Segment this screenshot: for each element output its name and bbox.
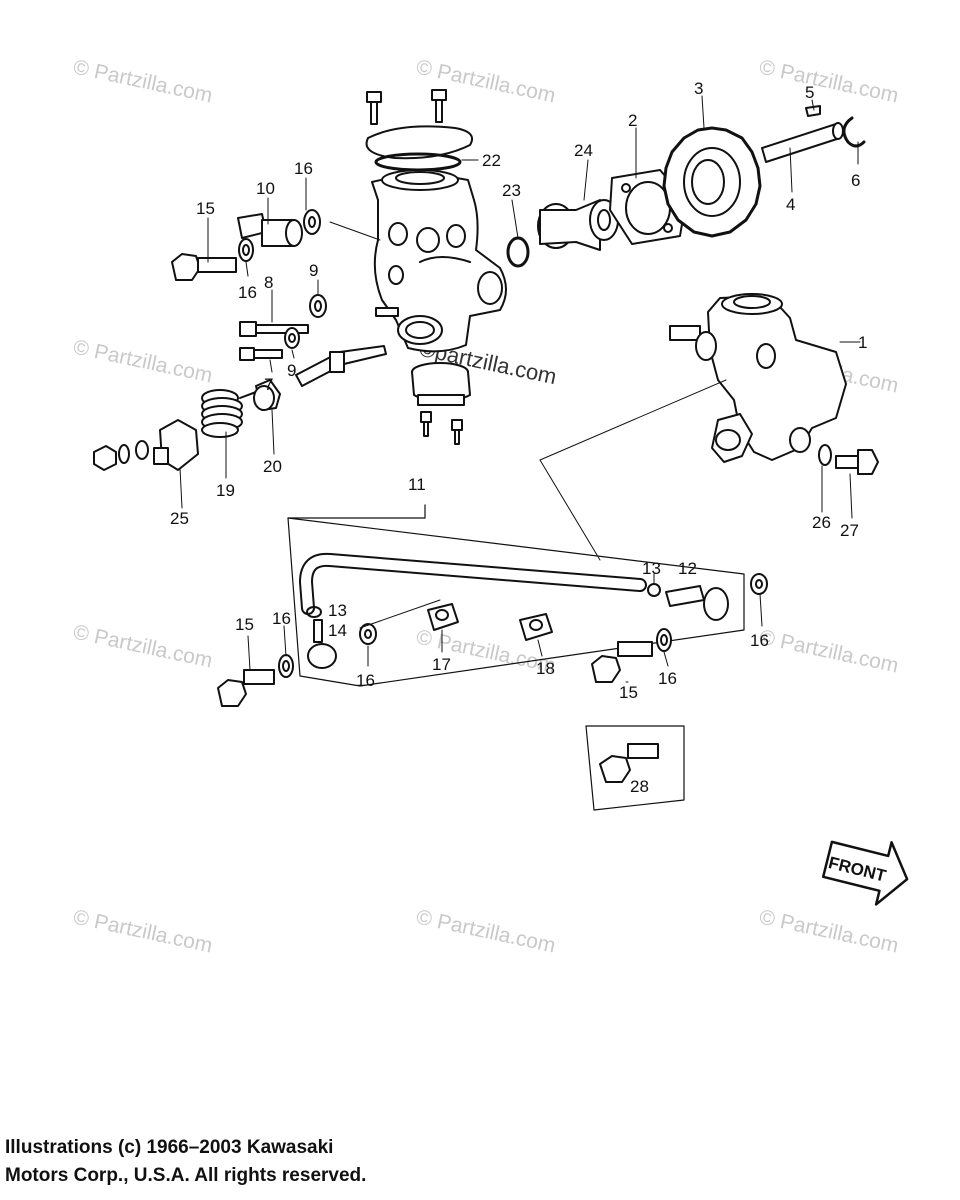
circlip-6 xyxy=(842,116,866,148)
callout-4: 4 xyxy=(786,195,795,214)
clip-18 xyxy=(519,613,553,641)
lever-25 xyxy=(153,419,199,471)
front-arrow-icon xyxy=(821,840,909,906)
callout-20: 20 xyxy=(263,457,282,476)
collar-20 xyxy=(253,379,281,411)
callout-9b: 9 xyxy=(287,361,296,380)
bolt-7 xyxy=(239,347,283,361)
bottom-flange xyxy=(411,362,471,445)
callout-16e: 16 xyxy=(750,631,769,650)
callout-13: 13 xyxy=(642,559,661,578)
bolt-8 xyxy=(239,321,309,337)
callout-28: 28 xyxy=(630,777,649,796)
callout-23: 23 xyxy=(502,181,521,200)
callout-16: 16 xyxy=(294,159,313,178)
nut xyxy=(93,445,117,471)
callout-5: 5 xyxy=(805,83,814,102)
pump-housing xyxy=(371,169,507,353)
callout-16d: 16 xyxy=(356,671,375,690)
bolt-15-upper xyxy=(171,253,237,281)
bolt-27 xyxy=(835,449,879,475)
callout-16b: 16 xyxy=(238,283,257,302)
callout-10: 10 xyxy=(256,179,275,198)
callout-15b: 15 xyxy=(235,615,254,634)
callout-27: 27 xyxy=(840,521,859,540)
copyright-line-1: Illustrations (c) 1966–2003 Kawasaki xyxy=(5,1137,334,1158)
clip-17 xyxy=(427,603,459,631)
fitting-14 xyxy=(307,619,337,669)
gear-3 xyxy=(662,126,762,238)
gasket-cover xyxy=(365,125,474,160)
callout-7: 7 xyxy=(264,375,273,394)
callout-16c: 16 xyxy=(272,609,291,628)
callout-14: 14 xyxy=(328,621,347,640)
callout-6: 6 xyxy=(851,171,860,190)
clamp-13 xyxy=(306,606,322,618)
key-5 xyxy=(805,105,821,117)
callout-17: 17 xyxy=(432,655,451,674)
callout-8: 8 xyxy=(264,273,273,292)
washer xyxy=(118,444,130,464)
pump-assembly xyxy=(669,293,847,463)
screw-part xyxy=(431,89,447,123)
callout-2: 2 xyxy=(628,111,637,130)
callout-1: 1 xyxy=(858,333,867,352)
o-ring-23 xyxy=(506,236,530,268)
bolt-15-lower-right xyxy=(591,641,653,683)
pipe-box-line xyxy=(287,517,745,687)
fitting-10 xyxy=(237,213,303,247)
callout-9: 9 xyxy=(309,261,318,280)
washer xyxy=(135,440,149,460)
callout-15c: 15 xyxy=(619,683,638,702)
seal-bearing-24 xyxy=(537,199,619,251)
callout-3: 3 xyxy=(694,79,703,98)
bolt-28 xyxy=(599,743,659,783)
screw-part xyxy=(366,91,382,125)
callout-12: 12 xyxy=(678,559,697,578)
callout-25: 25 xyxy=(170,509,189,528)
fitting-12 xyxy=(665,585,729,621)
callout-26: 26 xyxy=(812,513,831,532)
bolt-15-lower-left xyxy=(217,669,275,707)
spring-19 xyxy=(201,389,257,438)
callout-24: 24 xyxy=(574,141,593,160)
copyright-line-2: Motors Corp., U.S.A. All rights reserved… xyxy=(5,1165,367,1186)
callout-22: 22 xyxy=(482,151,501,170)
shaft-part xyxy=(295,345,387,387)
copyright-notice: Illustrations (c) 1966–2003 Kawasaki Mot… xyxy=(5,1134,366,1190)
callout-19: 19 xyxy=(216,481,235,500)
callout-13b: 13 xyxy=(328,601,347,620)
callout-11: 11 xyxy=(408,475,426,494)
clamp-13 xyxy=(647,583,661,597)
shaft-4 xyxy=(761,122,844,163)
callout-18: 18 xyxy=(536,659,555,678)
bolt-28-box xyxy=(585,725,685,811)
callout-15: 15 xyxy=(196,199,215,218)
washer-26 xyxy=(818,444,832,466)
callout-16f: 16 xyxy=(658,669,677,688)
